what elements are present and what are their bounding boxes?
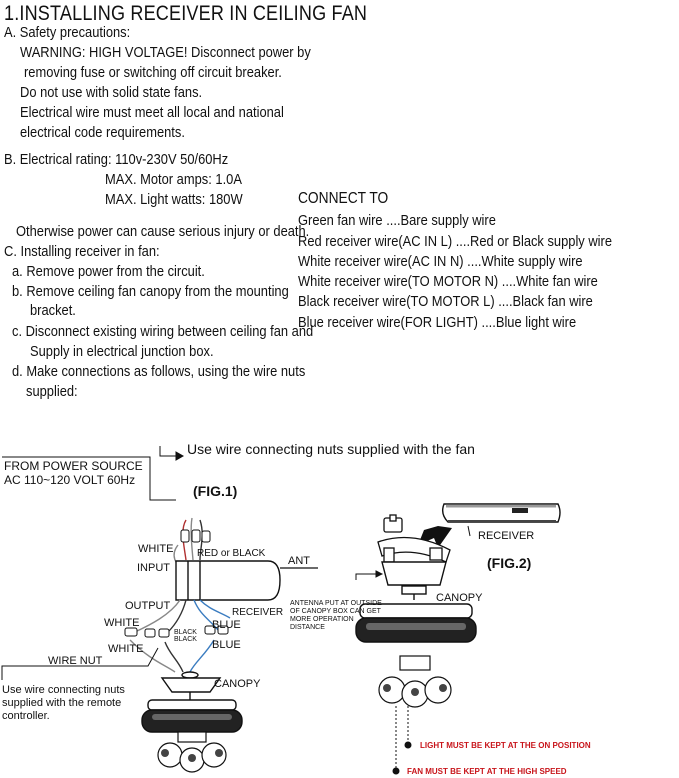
connect-row-black: Black receiver wire(TO MOTOR L) ....Blac… (298, 293, 593, 310)
label-blue-bottom: BLUE (212, 639, 241, 651)
light-kit-fig1 (157, 731, 227, 773)
canopy-fig2 (381, 561, 447, 600)
code-line-2: electrical code requirements. (20, 124, 185, 141)
fan-housing-fig1 (141, 699, 243, 733)
output-wire-nuts (124, 625, 229, 638)
label-blue-top: BLUE (212, 619, 241, 631)
pull-chains (392, 706, 412, 775)
connect-row-blue: Blue receiver wire(FOR LIGHT) ....Blue l… (298, 314, 577, 331)
connect-row-green: Green fan wire ....Bare supply wire (298, 212, 496, 229)
remote-note-line-2: supplied with the remote (2, 697, 122, 709)
insert-arrow (418, 526, 452, 548)
installing-heading: C. Installing receiver in fan: (4, 243, 160, 260)
label-wire-nut: WIRE NUT (48, 655, 103, 667)
label-black-bottom: BLACK (174, 636, 197, 643)
nuts-arrow (159, 446, 185, 461)
rating-line: B. Electrical rating: 110v-230V 50/60Hz (4, 151, 229, 168)
receiver-pointer (467, 525, 471, 537)
motor-amps-line: MAX. Motor amps: 1.0A (105, 171, 242, 188)
step-c-1: c. Disconnect existing wiring between ce… (12, 323, 314, 340)
light-position-note: LIGHT MUST BE KEPT AT THE ON POSITION (420, 741, 591, 750)
label-ant: ANT (288, 555, 310, 567)
warning-line-1: WARNING: HIGH VOLTAGE! Disconnect power … (20, 44, 311, 61)
page-title: 1.INSTALLING RECEIVER IN CEILING FAN (4, 2, 368, 25)
label-output: OUTPUT (125, 600, 171, 612)
label-canopy-fig2: CANOPY (436, 592, 483, 604)
fig2-label: (FIG.2) (487, 555, 532, 571)
step-d-2: supplied: (26, 383, 78, 400)
antenna-note-line-1: ANTENNA PUT AT OUTSIDE (290, 600, 382, 607)
remote-note-line-1: Use wire connecting nuts (2, 684, 125, 696)
step-a: a. Remove power from the circuit. (12, 263, 205, 280)
code-line-1: Electrical wire must meet all local and … (20, 104, 284, 121)
label-white-left: WHITE (104, 617, 140, 629)
label-red-or-black: RED or BLACK (197, 548, 266, 559)
wire-nut-pointer (1, 647, 159, 680)
connect-row-white-motor: White receiver wire(TO MOTOR N) ....Whit… (298, 273, 598, 290)
fan-speed-note: FAN MUST BE KEPT AT THE HIGH SPEED (407, 767, 567, 776)
fig1-label: (FIG.1) (193, 483, 238, 499)
step-b-2: bracket. (30, 302, 76, 319)
label-white-top: WHITE (138, 543, 174, 555)
canopy-fig1 (160, 671, 222, 702)
solid-state-line: Do not use with solid state fans. (20, 84, 203, 101)
label-white-bottom: WHITE (108, 643, 144, 655)
output-wires (129, 599, 231, 673)
label-receiver-fig1: RECEIVER (232, 607, 284, 618)
warning-line-2: removing fuse or switching off circuit b… (24, 64, 282, 81)
power-source-line-1: FROM POWER SOURCE (4, 459, 143, 473)
light-kit-fig2 (378, 655, 452, 708)
injury-warning: Otherwise power can cause serious injury… (16, 223, 310, 240)
remote-note-line-3: controller. (2, 710, 50, 722)
power-source-line-2: AC 110~120 VOLT 60Hz (4, 473, 136, 487)
step-d-1: d. Make connections as follows, using th… (12, 363, 306, 380)
fan-housing-fig2 (355, 603, 477, 643)
light-watts-line: MAX. Light watts: 180W (105, 191, 243, 208)
safety-heading: A. Safety precautions: (4, 24, 131, 41)
nuts-note: Use wire connecting nuts supplied with t… (187, 441, 475, 457)
power-source-bracket (2, 456, 176, 501)
connect-header: CONNECT TO (298, 190, 389, 207)
label-input: INPUT (137, 562, 170, 574)
antenna-note-line-2: OF CANOPY BOX CAN GET (290, 608, 381, 615)
label-receiver-fig2: RECEIVER (478, 530, 535, 542)
receiver-fig2 (441, 503, 561, 523)
step-c-2: Supply in electrical junction box. (30, 343, 214, 360)
antenna-note-line-3: MORE OPERATION (290, 616, 354, 623)
connect-row-red: Red receiver wire(AC IN L) ....Red or Bl… (298, 233, 613, 250)
antenna-note-line-4: DISTANCE (290, 624, 325, 631)
connect-row-white-in: White receiver wire(AC IN N) ....White s… (298, 253, 583, 270)
label-canopy-fig1: CANOPY (214, 678, 261, 690)
input-wire-nuts (180, 529, 211, 543)
antenna-arrow (355, 570, 384, 580)
receiver-box (175, 560, 281, 601)
label-black-top: BLACK (174, 629, 197, 636)
step-b-1: b. Remove ceiling fan canopy from the mo… (12, 283, 289, 300)
